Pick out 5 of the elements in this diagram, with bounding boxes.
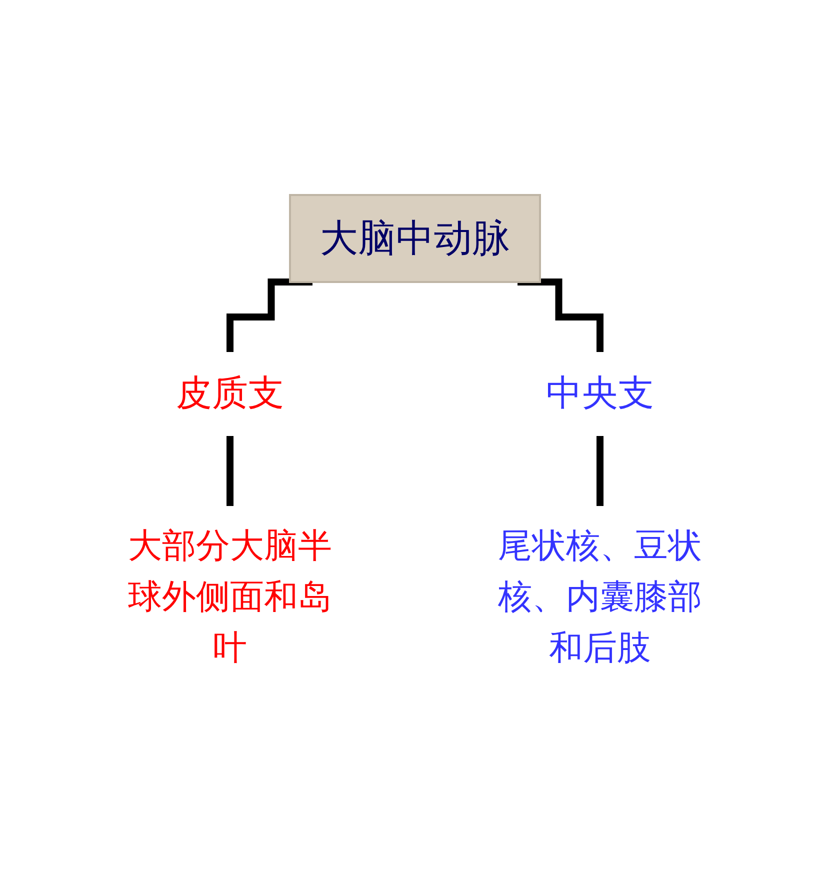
node-text: 尾状核、豆状核、内囊膝部和后肢 — [498, 526, 702, 668]
node-text: 中央支 — [546, 372, 654, 414]
node-text: 大部分大脑半球外侧面和岛叶 — [128, 526, 332, 668]
node-box: 大脑中动脉 — [288, 194, 540, 282]
node-text: 皮质支 — [176, 372, 284, 414]
